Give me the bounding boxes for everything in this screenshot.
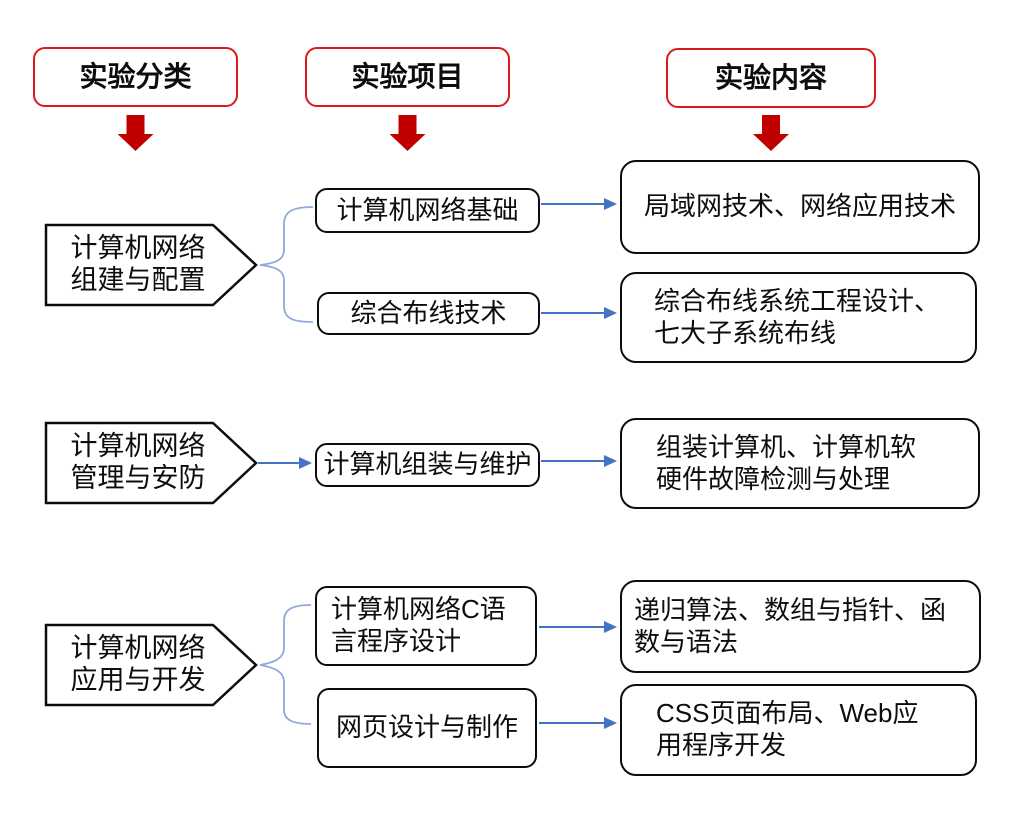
category-pentagon-shape: [44, 623, 258, 707]
content-recursion-arrays-pointers: 递归算法、数组与指针、函 数与语法: [620, 580, 981, 673]
project-web-design-production: 网页设计与制作: [317, 688, 537, 768]
category-network-application-development: 计算机网络 应用与开发: [70, 633, 206, 695]
connector-arrow: [258, 198, 617, 729]
project-integrated-cabling-technology: 综合布线技术: [317, 292, 540, 335]
content-assembly-fault-detection: 组装计算机、计算机软 硬件故障检测与处理: [620, 418, 980, 509]
category-pentagon-shape: [44, 223, 258, 307]
content-cabling-system-engineering: 综合布线系统工程设计、 七大子系统布线: [620, 272, 977, 363]
arrow-down-icon: [389, 115, 426, 151]
arrow-down-icon: [117, 115, 154, 151]
content-lan-network-application-tech: 局域网技术、网络应用技术: [620, 160, 980, 254]
project-computer-network-basics: 计算机网络基础: [315, 188, 540, 233]
project-computer-assembly-maintenance: 计算机组装与维护: [315, 443, 540, 487]
content-css-layout-web-app-dev: CSS页面布局、Web应 用程序开发: [620, 684, 977, 776]
category-network-management-security: 计算机网络 管理与安防: [70, 431, 206, 493]
category-pentagon-shape: [44, 421, 258, 505]
category-network-setup-config: 计算机网络 组建与配置: [70, 233, 206, 295]
brace-connector: [259, 206, 314, 323]
header-experiment-classification: 实验分类: [33, 47, 238, 107]
brace-connector: [259, 604, 312, 725]
arrow-down-icon: [753, 115, 789, 151]
project-c-language-programming: 计算机网络C语 言程序设计: [315, 586, 537, 666]
header-experiment-content: 实验内容: [666, 48, 876, 108]
header-experiment-project: 实验项目: [305, 47, 510, 107]
